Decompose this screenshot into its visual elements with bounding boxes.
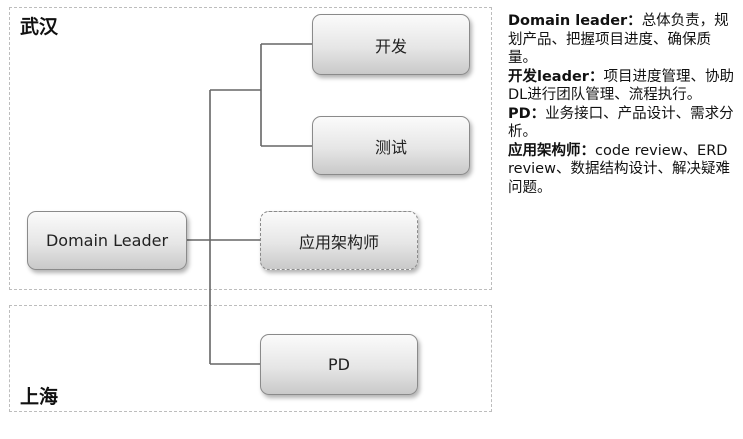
role-description: PD：业务接口、产品设计、需求分析。 [508,105,738,142]
pd-node: PD [260,334,418,395]
role-description: 应用架构师：code review、ERD review、数据结构设计、解决疑难… [508,142,738,198]
role-descriptions: Domain leader：总体负责，规划产品、把握项目进度、确保质量。 开发l… [508,12,738,197]
role-text: 总体负责，规划产品、把握项目进度、确保质量。 [508,13,729,66]
role-name: 应用架构师： [508,142,595,159]
role-description: 开发leader：项目进度管理、协助DL进行团队管理、流程执行。 [508,68,738,105]
role-name: 开发leader： [508,68,604,85]
role-text: code review、ERD review、数据结构设计、解决疑难问题。 [508,142,730,196]
role-description: Domain leader：总体负责，规划产品、把握项目进度、确保质量。 [508,12,738,68]
role-name: PD： [508,105,546,122]
shanghai-region [9,305,492,412]
role-text: 业务接口、产品设计、需求分析。 [508,105,734,141]
shanghai-region-label: 上海 [20,386,59,408]
wuhan-region-label: 武汉 [20,16,59,38]
role-name: Domain leader： [508,13,642,29]
role-text: 项目进度管理、协助DL进行团队管理、流程执行。 [508,68,734,104]
wuhan-region [9,7,492,290]
test-node: 测试 [312,116,470,175]
dev-node: 开发 [312,14,470,75]
architect-node: 应用架构师 [260,211,418,270]
domain-leader-node: Domain Leader [27,211,187,270]
